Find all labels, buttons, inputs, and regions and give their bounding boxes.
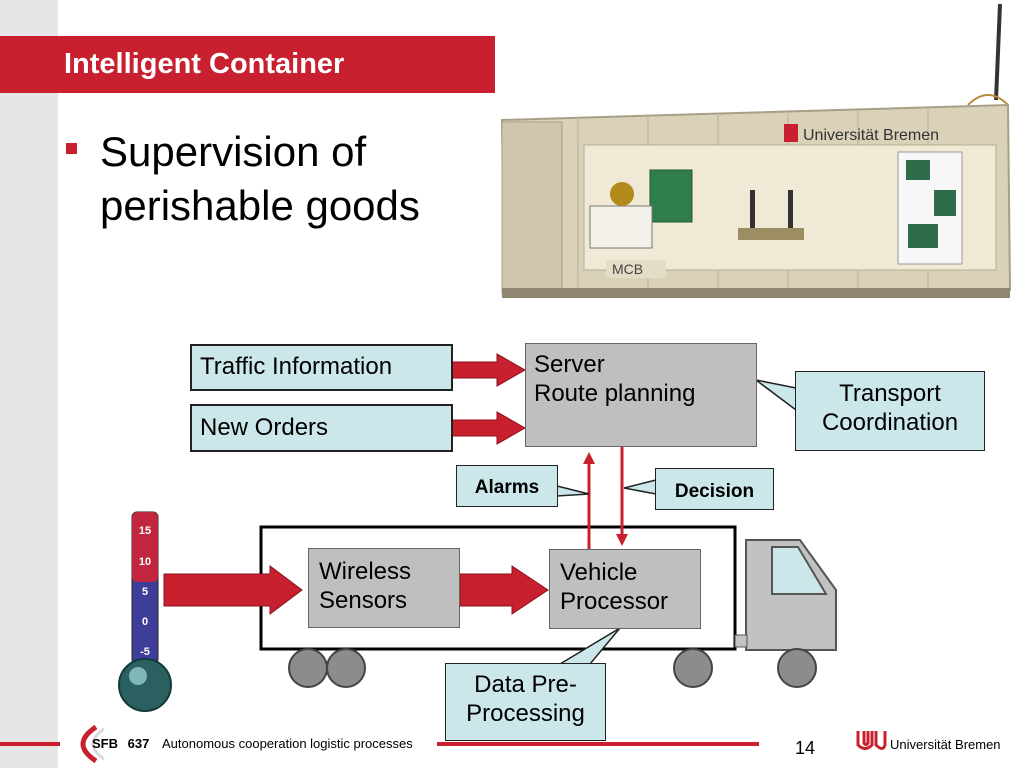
bullet-line-1: Supervision of <box>100 128 367 175</box>
arrow-sensors-to-processor <box>459 565 549 615</box>
decision-callout: Decision <box>655 468 774 510</box>
sensor-probe-1 <box>750 190 755 228</box>
decision-label: Decision <box>674 481 755 502</box>
page-number: 14 <box>795 738 816 758</box>
alarms-label: Alarms <box>474 477 540 498</box>
goods-box <box>589 205 653 249</box>
truck-wheels <box>288 648 817 688</box>
footer-university: Universität Bremen <box>890 737 1001 752</box>
transport-label: Transport <box>839 380 941 407</box>
circuit-board <box>649 169 693 223</box>
truck-coupling <box>734 634 748 648</box>
mcb-text: MCB <box>612 261 643 277</box>
bullet-line-2: perishable goods <box>100 182 420 229</box>
server-box: Server Route planning <box>525 343 757 447</box>
bullet-marker <box>66 143 77 154</box>
container-door <box>501 121 563 295</box>
thermo-tick-15: 15 <box>139 525 151 537</box>
processor-label: Processor <box>560 588 669 615</box>
footer-sfb: SFB 637 <box>92 736 149 751</box>
thermometer-bulb <box>118 658 172 712</box>
traffic-information-box: Traffic Information <box>190 344 453 391</box>
thermometer-bulb-shine <box>129 667 147 685</box>
wheel-2 <box>326 648 366 688</box>
transport-coordination-callout: Transport Coordination <box>795 371 985 451</box>
board-b <box>934 190 956 216</box>
antenna <box>994 3 1002 101</box>
data-pre-label: Data Pre- <box>474 671 577 698</box>
mcb-plate <box>606 260 666 278</box>
callout-pointer-alarms <box>556 485 590 497</box>
coordination-label: Coordination <box>821 409 959 436</box>
wheel-3 <box>673 648 713 688</box>
callout-pointer-transport <box>755 379 797 412</box>
photo-logo-mark <box>784 124 798 142</box>
wireless-sensors-box: Wireless Sensors <box>308 548 460 628</box>
traffic-information-label: Traffic Information <box>200 353 393 380</box>
thermo-tick-0: 0 <box>142 616 148 628</box>
sfb-logo-arc <box>80 724 98 764</box>
footer-tagline: Autonomous cooperation logistic processe… <box>162 736 413 751</box>
server-subtitle: Route planning <box>534 380 696 407</box>
data-preprocessing-callout: Data Pre- Processing <box>445 663 606 741</box>
photo-logo-text: Universität Bremen <box>803 127 939 144</box>
sensor-probe-2 <box>788 190 793 228</box>
wheel-1 <box>288 648 328 688</box>
vehicle-processor-box: Vehicle Processor <box>549 549 701 629</box>
thermo-tick-minus5: -5 <box>140 646 150 658</box>
arrow-thermo-to-sensors <box>163 565 303 615</box>
bullet-text: Supervision of perishable goods <box>100 125 490 233</box>
truck-window <box>771 546 828 595</box>
new-orders-box: New Orders <box>190 404 453 452</box>
thermo-tick-10: 10 <box>139 556 151 568</box>
server-title: Server <box>534 351 605 378</box>
vehicle-label: Vehicle <box>560 559 638 586</box>
alarms-callout: Alarms <box>456 465 558 507</box>
thermometer-hot-zone <box>132 512 158 582</box>
board-a <box>906 160 930 180</box>
sfb-label: SFB <box>92 736 118 751</box>
arrow-traffic-to-server <box>451 353 527 387</box>
sfb-number: 637 <box>127 736 150 751</box>
fruit <box>610 182 634 206</box>
container-base <box>502 288 1010 298</box>
sensor-shelf <box>738 228 804 240</box>
callout-pointer-decision <box>623 479 657 495</box>
processing-label: Processing <box>466 700 585 727</box>
antenna-cable <box>967 94 1009 106</box>
wheel-4 <box>777 648 817 688</box>
sfb-logo-arc-inner <box>91 727 105 761</box>
arrow-orders-to-server <box>451 411 527 445</box>
footer-rule-left <box>0 742 60 746</box>
container-photo: Universität Bremen MCB <box>500 3 1012 298</box>
sensors-label: Sensors <box>319 587 408 614</box>
board-c <box>908 224 938 248</box>
uni-bremen-logo-mark <box>856 731 887 750</box>
thermo-tick-5: 5 <box>142 586 148 598</box>
wireless-label: Wireless <box>319 558 412 585</box>
slide-title: Intelligent Container <box>0 36 495 93</box>
footer-rule-center <box>437 742 759 746</box>
new-orders-label: New Orders <box>200 414 329 441</box>
left-margin-strip <box>0 0 58 768</box>
